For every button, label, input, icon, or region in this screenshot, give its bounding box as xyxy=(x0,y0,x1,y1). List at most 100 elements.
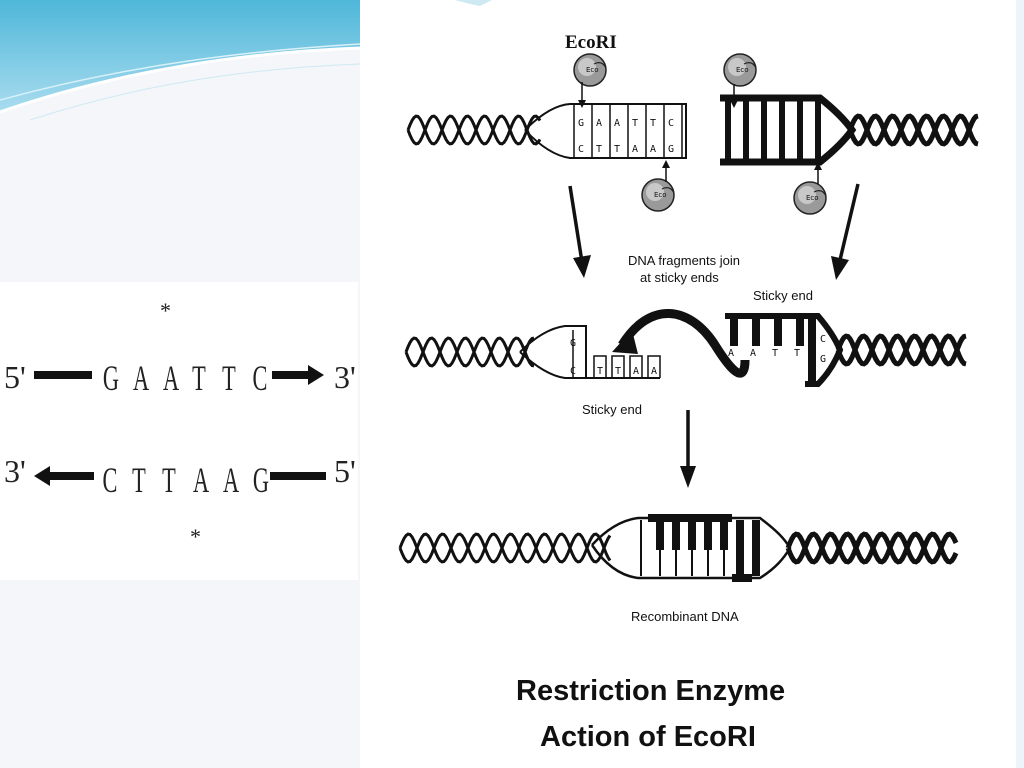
top-sequence-base-0: G xyxy=(103,359,119,399)
row1-bottom-base-2: T xyxy=(614,144,620,155)
top-sequence-base-1: A xyxy=(133,359,149,399)
row1-bottom-base-3: A xyxy=(632,144,638,155)
dna-helix-row2-left xyxy=(404,336,535,368)
sticky-left-rung-3 xyxy=(611,355,625,378)
title-line2: Action of EcoRI xyxy=(540,721,756,753)
join-label-line1: DNA fragments join xyxy=(628,253,740,268)
recombinant-ladder xyxy=(640,520,760,576)
sticky-right-rung-4 xyxy=(808,316,816,386)
recombinant-rung-3 xyxy=(688,520,696,550)
sticky-left-rung-4 xyxy=(629,355,643,378)
helix-1r-strand-2 xyxy=(847,113,979,147)
join-arrow-right-head xyxy=(831,256,849,280)
enzyme-label: EcoRI xyxy=(565,32,617,53)
sticky-left-base-2: T xyxy=(597,366,603,377)
title-line1: Restriction Enzyme xyxy=(516,675,785,707)
recombinant-rung-lower-2 xyxy=(675,550,677,576)
dna-ladder-row1-left-outline xyxy=(524,103,687,159)
helix-1l-strand-1 xyxy=(406,114,542,146)
helix-3l-strand-1 xyxy=(398,532,612,564)
bottom-left-strand-bar xyxy=(48,472,94,480)
recombinant-rung-lower-4 xyxy=(707,550,709,576)
sticky-end-label-left: Sticky end xyxy=(582,402,642,417)
row1-bottom-base-0: C xyxy=(578,144,584,155)
top-cut-mark: * xyxy=(160,298,171,323)
top-arrow-head xyxy=(308,365,324,385)
top-sequence-base-2: A xyxy=(163,359,179,399)
dna-helix-row3-left xyxy=(398,532,612,564)
bottom-sequence-base-1: T xyxy=(132,461,146,501)
row1-top-base-0: G xyxy=(578,118,584,129)
top-three-prime-label: 3' xyxy=(334,359,356,395)
enzyme-icon-bottom-right xyxy=(793,181,827,215)
sticky-right-base-3: T xyxy=(794,348,800,359)
top-right-strand-bar xyxy=(272,371,310,379)
bottom-three-prime-label: 3' xyxy=(4,453,26,489)
recombine-arrow-head xyxy=(680,466,696,488)
bottom-sequence-base-2: T xyxy=(162,461,176,501)
recombinant-bottom-strand xyxy=(732,574,752,582)
row1-top-base-1: A xyxy=(596,118,602,129)
row1-bottom-base-1: T xyxy=(596,144,602,155)
recombinant-top-strand xyxy=(648,514,732,522)
bottom-cut-mark: * xyxy=(190,524,201,549)
row1-top-base-5: C xyxy=(668,118,674,129)
joining-curve-arrow-head xyxy=(612,330,638,354)
sticky-left-rung-5 xyxy=(647,355,661,378)
recombinant-rung-lower-1 xyxy=(659,550,661,576)
top-five-prime-label: 5' xyxy=(4,359,26,395)
helix-3l-strand-2 xyxy=(398,532,612,564)
enzyme-icon-top-right xyxy=(723,53,757,87)
sticky-end-right: A A T T CG xyxy=(728,316,826,386)
recombinant-rung-lower-5 xyxy=(723,550,725,576)
bottom-sequence-base-3: A xyxy=(193,461,209,501)
cut-arrow-head-bottom-right xyxy=(814,162,822,170)
row1-top-base-3: T xyxy=(632,118,638,129)
cut-arrow-head-top-right xyxy=(730,100,738,108)
helix-1r-strand-1 xyxy=(847,113,979,147)
dna-ladder-row1-right-outline xyxy=(720,94,857,166)
enzyme-icon-top-left xyxy=(573,53,607,87)
sticky-right-base-1: A xyxy=(750,348,756,359)
bottom-sequence-base-0: C xyxy=(103,461,118,501)
top-sequence-base-4: T xyxy=(222,359,236,399)
joining-curve-arrow xyxy=(618,309,750,378)
recombinant-rung-lower-3 xyxy=(691,550,693,576)
recombinant-rung-0 xyxy=(640,520,642,576)
bottom-sequence-base-4: A xyxy=(223,461,239,501)
helix-3r-strand-2 xyxy=(785,531,959,565)
sticky-right-rung-0 xyxy=(730,316,738,346)
sticky-end-label-right: Sticky end xyxy=(753,288,813,303)
recombinant-rung-7 xyxy=(752,520,760,576)
recombinant-rung-6 xyxy=(736,520,744,576)
enzyme-icon-bottom-left xyxy=(641,178,675,212)
top-sequence-base-5: C xyxy=(253,359,268,399)
sticky-left-base-1: C xyxy=(570,366,576,377)
dna-helix-row1-left xyxy=(406,114,542,146)
sticky-right-base-2: T xyxy=(772,348,778,359)
bottom-five-prime-label: 5' xyxy=(334,453,356,489)
cut-arrow-head-bottom-left xyxy=(662,160,670,168)
row1-top-base-4: T xyxy=(650,118,656,129)
join-label-line2: at sticky ends xyxy=(640,270,719,285)
sticky-left-rung-2 xyxy=(593,355,607,378)
recombinant-label: Recombinant DNA xyxy=(631,609,739,624)
bottom-sequence-base-5: G xyxy=(253,461,269,501)
sticky-right-rung-3 xyxy=(796,316,804,346)
sticky-right-rung-2 xyxy=(774,316,782,346)
helix-1l-strand-2 xyxy=(406,114,542,146)
bottom-arrow-head xyxy=(34,466,50,486)
sticky-right-base-5: G xyxy=(820,354,826,365)
row1-bottom-base-5: G xyxy=(668,144,674,155)
recombinant-rung-5 xyxy=(720,520,728,550)
sticky-right-base-0: A xyxy=(728,348,734,359)
bottom-right-strand-bar xyxy=(270,472,326,480)
sticky-left-base-5: A xyxy=(651,366,657,377)
join-arrow-left-head xyxy=(573,255,591,278)
helix-2r-strand-2 xyxy=(835,333,967,367)
recombinant-rung-2 xyxy=(672,520,680,550)
sticky-right-base-4: C xyxy=(820,334,826,345)
